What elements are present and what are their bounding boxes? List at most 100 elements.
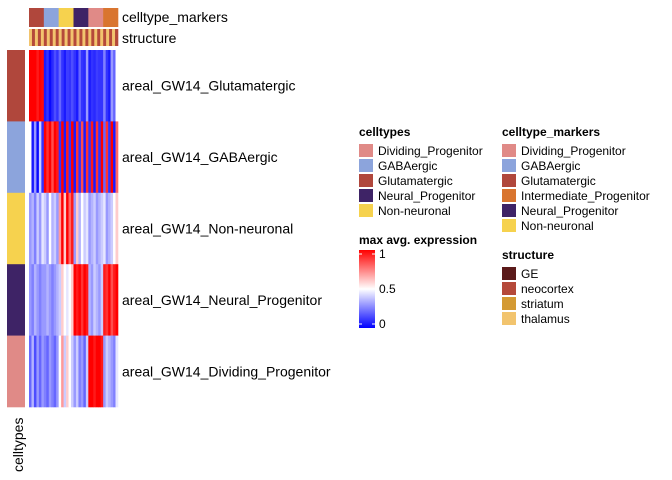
legend-item-label: Neural_Progenitor [378,189,475,203]
heatmap-cell [68,121,72,194]
structure-cell [76,29,80,46]
heatmap-cell [48,335,52,408]
heatmap-cell [115,335,119,408]
heatmap-cell [100,121,104,194]
legend-item-label: Neural_Progenitor [521,204,618,218]
heatmap-cell [98,264,101,336]
structure-cell [103,29,107,46]
heatmap-cell [98,335,101,408]
heatmap-cell [38,335,42,408]
structure-cell [67,29,71,46]
heatmap-cell [88,50,92,122]
structure-cell [106,29,110,46]
structure-cell [112,29,116,46]
heatmap-cell [78,121,82,194]
heatmap-cell [58,121,62,194]
legend-swatch [359,204,373,217]
structure-cell [100,29,104,46]
marker-block [103,8,119,27]
heatmap-cell [71,192,74,265]
heatmap-cell [61,192,64,265]
legend-item-label: Non-neuronal [521,219,594,233]
heatmap-cell [36,192,40,265]
legend-swatch [502,219,516,232]
heatmap-cell [68,335,72,408]
heatmap-cell [103,264,106,336]
heatmap-cell [90,121,94,194]
heatmap-cell [93,264,97,336]
legend-item-label: GABAergic [521,159,580,173]
heatmap-cell [75,192,79,265]
structure-cell [49,29,54,46]
heatmap-cell [75,121,79,194]
heatmap-cell [80,50,84,122]
row-label: areal_GW14_Glutamatergic [122,78,296,94]
heatmap-cell [41,50,45,122]
heatmap-cell [103,335,106,408]
heatmap-cell [95,335,99,408]
heatmap-cell [43,121,47,194]
heatmap-cell [80,335,84,408]
heatmap-cell [93,50,97,122]
heatmap-cell [38,50,42,122]
heatmap-cell [103,121,106,194]
heatmap-cell [46,264,50,336]
heatmap-cell [95,192,99,265]
structure-cell [109,29,113,46]
structure-cell [115,29,119,46]
structure-cell [97,29,101,46]
heatmap-cell [110,121,114,194]
heatmap-cell [115,192,119,265]
heatmap-cell [110,50,114,122]
heatmap-cell [41,335,45,408]
heatmap-cell [29,335,32,408]
legend-celltypes-title: celltypes [359,125,411,139]
heatmap-cell [108,335,111,408]
structure-annotation-label: structure [122,30,177,46]
celltypes-row-annotation [7,50,25,408]
celltypes-axis-label: celltypes [10,418,26,472]
heatmap-cell [56,192,59,265]
heatmap-cell [75,264,79,336]
heatmap-cell [63,50,67,122]
heatmap-cell [71,50,74,122]
heatmap-cell [80,121,84,194]
heatmap-cell [85,264,89,336]
heatmap-cell [61,121,64,194]
heatmap-cell [110,264,114,336]
heatmap-cell [113,50,116,122]
heatmap-cell [88,192,92,265]
marker-block [88,8,104,27]
heatmap-cell [98,192,101,265]
heatmap-cell [51,335,55,408]
heatmap-cell [31,121,35,194]
structure-cell [40,29,45,46]
heatmap-cell [95,121,99,194]
heatmap-cell [56,264,59,336]
heatmap-cell [78,335,82,408]
heatmap-cell [61,50,64,122]
heatmap-cell [33,264,37,336]
legend-item-label: Non-neuronal [378,204,451,218]
legend-swatch [359,189,373,202]
heatmap-cell [105,50,109,122]
heatmap-cell [29,50,32,122]
structure-cell [79,29,83,46]
heatmap-cell [100,50,104,122]
colorbar-tick-label: 0 [379,317,386,331]
colorbar-tick-label: 0.5 [379,282,396,296]
structure-cell [73,29,77,46]
heatmap-cell [58,335,62,408]
heatmap-cell [66,50,69,122]
structure-cell [37,29,42,46]
colorbar-tick-label: 1 [379,247,386,261]
heatmap-cell [83,121,87,194]
heatmap-cell [83,192,87,265]
heatmap-cell [66,192,69,265]
heatmap-cell [80,192,84,265]
celltype-markers-annotation-bar [29,8,119,27]
heatmap-cell [83,335,87,408]
heatmap-cell [100,335,104,408]
heatmap-cell [88,335,92,408]
heatmap-cell [46,335,50,408]
